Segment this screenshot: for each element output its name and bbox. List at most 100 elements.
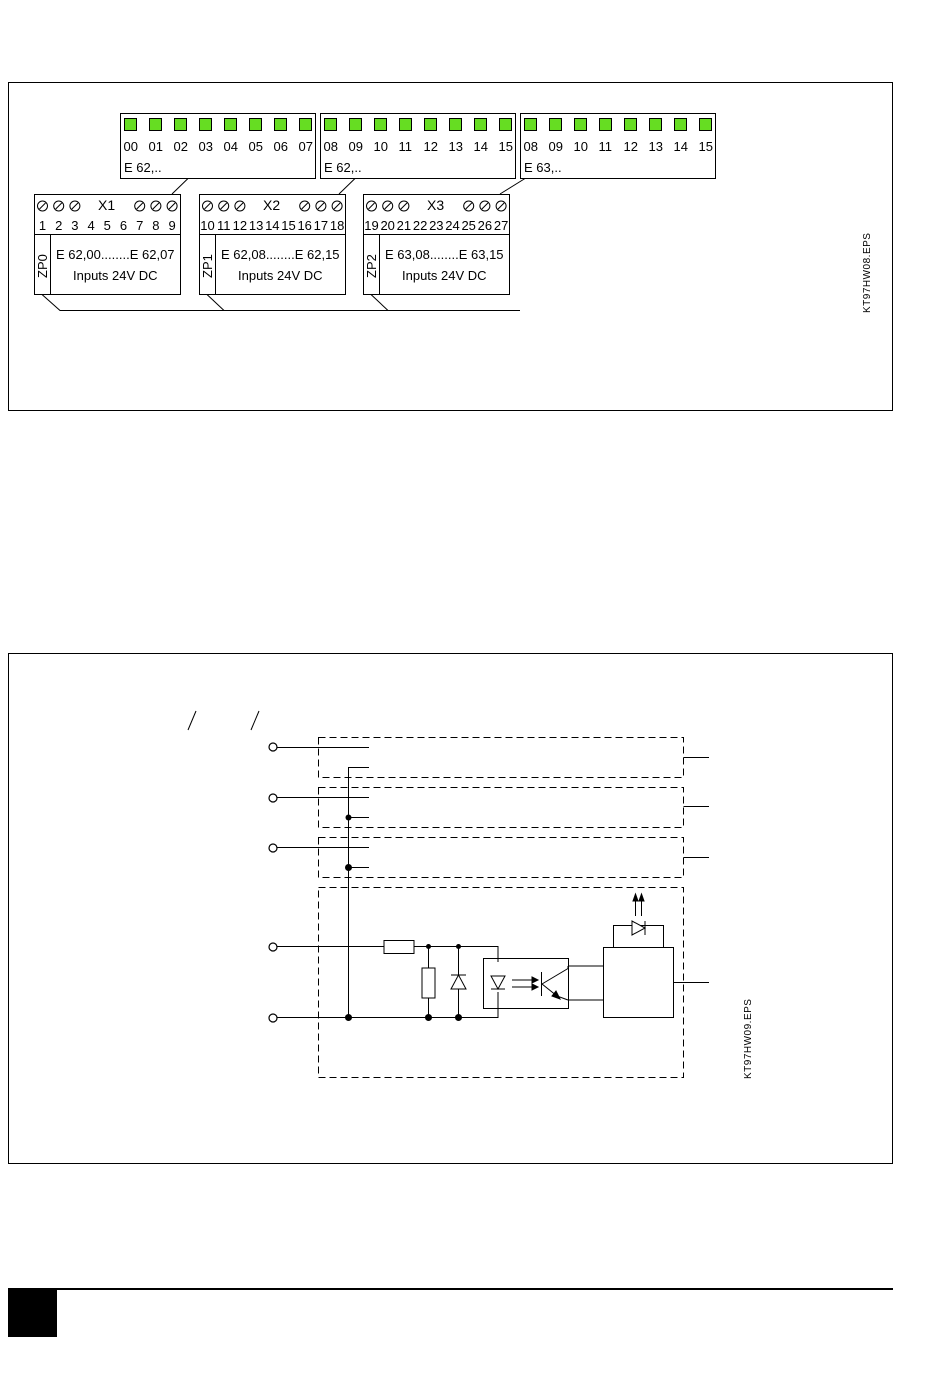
shunt-resistor: [421, 967, 436, 999]
terminal-pin-number: 17: [314, 218, 328, 233]
connector-x1-range: E 62,00........E 62,07: [56, 247, 175, 262]
terminal-pin-number: 24: [445, 218, 459, 233]
terminal-pin-number: 9: [168, 218, 175, 233]
led-number: 15: [699, 139, 713, 154]
terminal-pin-number: 18: [330, 218, 344, 233]
led-indicator: [299, 118, 312, 131]
figure1-file-label: KT97HW08.EPS: [862, 233, 873, 313]
led-number: 00: [124, 139, 138, 154]
led-number: 13: [649, 139, 663, 154]
led-address-2: E 62,..: [324, 160, 362, 175]
terminal-pin-number: 7: [136, 218, 143, 233]
connector-x1-name: X1: [98, 197, 115, 213]
common-bus-line: [41, 294, 520, 311]
led-indicator: [499, 118, 512, 131]
terminal-screw-slot: [39, 202, 46, 210]
terminal-pin-number: 21: [397, 218, 411, 233]
channel-box-2: [318, 787, 684, 828]
led-indicator: [374, 118, 387, 131]
led-indicator: [149, 118, 162, 131]
leader-line-3: [499, 178, 526, 195]
junction-dot: [455, 1014, 462, 1021]
leader-line-2: [338, 178, 356, 195]
led-indicator: [274, 118, 287, 131]
led-indicator: [649, 118, 662, 131]
terminal-pin-number: 12: [233, 218, 247, 233]
led-indicator: [674, 118, 687, 131]
terminal-pin-number: 11: [217, 218, 231, 233]
connector-x3-range: E 63,08........E 63,15: [385, 247, 504, 262]
slash-mark-2: [250, 710, 260, 731]
terminal-pin-number: 4: [87, 218, 94, 233]
terminal-pin-number: 25: [461, 218, 475, 233]
channel-box-3: [318, 837, 684, 878]
connector-x3-desc: Inputs 24V DC: [402, 268, 487, 283]
terminal-pin-number: 19: [364, 218, 378, 233]
led-indicator: [424, 118, 437, 131]
logic-block: [603, 947, 674, 1018]
led-indicator: [449, 118, 462, 131]
terminal-screw-slot: [481, 202, 489, 210]
figure2-frame: [8, 653, 893, 1164]
terminal-screw-slot: [368, 202, 375, 210]
junction-dot: [425, 1014, 432, 1021]
led-number: 15: [499, 139, 513, 154]
terminal-pin-number: 15: [281, 218, 295, 233]
led-number: 10: [574, 139, 588, 154]
terminal-screw-slot: [220, 202, 228, 210]
status-led: [613, 920, 664, 948]
wire-ground-main: [277, 992, 499, 1018]
connector-x2-desc: Inputs 24V DC: [238, 268, 323, 283]
terminal-pin-number: 23: [429, 218, 443, 233]
led-number: 11: [599, 139, 613, 154]
led-number: 07: [299, 139, 313, 154]
terminal-pin-number: 22: [413, 218, 427, 233]
terminal-3: [268, 843, 278, 853]
terminal-screw-slot: [333, 202, 341, 210]
led-number: 12: [424, 139, 438, 154]
footer-rule: [8, 1288, 893, 1290]
figure-input-circuit: KT97HW09.EPS: [8, 653, 893, 1164]
led-number: 08: [324, 139, 338, 154]
series-resistor: [383, 940, 415, 954]
led-indicator: [399, 118, 412, 131]
led-number: 09: [549, 139, 563, 154]
terminal-pin-number: 16: [297, 218, 311, 233]
led-indicator: [474, 118, 487, 131]
terminal-screw-slot: [301, 202, 309, 210]
terminal-screw-slot: [152, 202, 160, 210]
protection-diode: [450, 973, 467, 990]
leader-line-1: [171, 178, 189, 195]
optocoupler: [483, 958, 603, 1009]
led-number: 04: [224, 139, 238, 154]
led-indicator: [324, 118, 337, 131]
led-indicator: [574, 118, 587, 131]
led-number: 05: [249, 139, 263, 154]
junction-dot: [345, 1014, 352, 1021]
led-number: 09: [349, 139, 363, 154]
led-indicator: [624, 118, 637, 131]
led-indicator: [249, 118, 262, 131]
terminal-1: [268, 742, 278, 752]
led-number: 03: [199, 139, 213, 154]
led-address-3: E 63,..: [524, 160, 562, 175]
terminal-pin-number: 10: [200, 218, 214, 233]
terminal-pin-number: 6: [120, 218, 127, 233]
terminal-screw-slot: [55, 202, 63, 210]
led-indicator: [524, 118, 537, 131]
terminal-screw-slot: [497, 202, 505, 210]
led-number: 12: [624, 139, 638, 154]
connector-x2-name: X2: [263, 197, 280, 213]
terminal-pin-number: 3: [71, 218, 78, 233]
led-indicator: [549, 118, 562, 131]
terminal-pin-number: 13: [249, 218, 263, 233]
led-number: 08: [524, 139, 538, 154]
terminal-screw-slot: [204, 202, 211, 210]
slash-mark-1: [187, 710, 197, 731]
